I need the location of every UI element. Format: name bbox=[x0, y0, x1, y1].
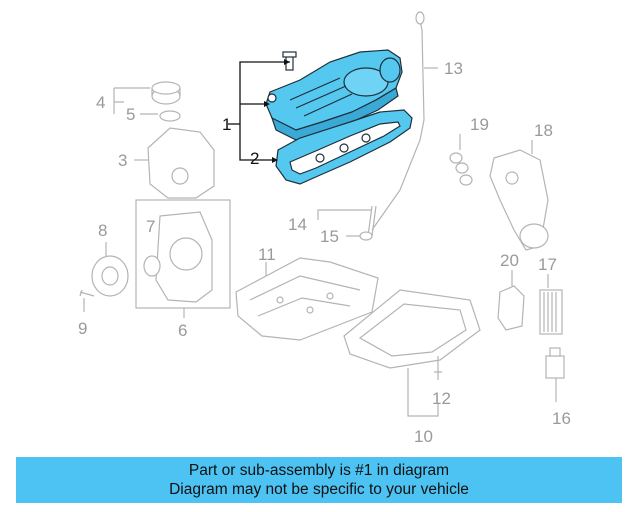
callout-1-label: 1 bbox=[222, 115, 231, 134]
callout-6-label: 6 bbox=[178, 321, 187, 340]
dipstick-part-13 bbox=[371, 11, 438, 231]
callout-3-label: 3 bbox=[118, 151, 127, 170]
callout-16-label: 16 bbox=[552, 409, 571, 428]
callout-1-leader bbox=[228, 59, 290, 163]
info-banner: Part or sub-assembly is #1 in diagram Di… bbox=[16, 457, 622, 503]
seals-part-19 bbox=[449, 134, 473, 186]
oil-filter-part-17 bbox=[539, 274, 563, 335]
part-16 bbox=[545, 347, 565, 402]
oil-cap-part-4 bbox=[113, 81, 181, 122]
banner-line-1: Part or sub-assembly is #1 in diagram bbox=[188, 462, 450, 479]
callout-10-label: 10 bbox=[414, 427, 433, 446]
callout-8-label: 8 bbox=[98, 221, 107, 240]
callout-15-label: 15 bbox=[320, 227, 339, 246]
dipstick-tube-part-14 bbox=[317, 205, 377, 241]
callout-17-label: 17 bbox=[538, 255, 557, 274]
timing-cover-lower-part-6 bbox=[135, 199, 231, 318]
valve-cover-gasket-part-2[interactable] bbox=[275, 109, 413, 185]
callout-11-label: 11 bbox=[258, 245, 276, 264]
callout-4-label: 4 bbox=[96, 93, 105, 112]
oil-pan-part-10 bbox=[343, 289, 481, 417]
crank-pulley-part-8 bbox=[91, 242, 129, 297]
callout-2-label: 2 bbox=[250, 149, 259, 168]
pulley-bolt-part-9 bbox=[79, 289, 95, 312]
callout-18-label: 18 bbox=[534, 121, 553, 140]
parts-diagram: 1 2 13 14 15 4 5 3 7 6 bbox=[78, 11, 571, 446]
banner-line-2: Diagram may not be specific to your vehi… bbox=[169, 481, 469, 498]
callout-7-label: 7 bbox=[146, 217, 155, 236]
timing-cover-part-3 bbox=[134, 127, 215, 199]
callout-19-label: 19 bbox=[470, 115, 489, 134]
upper-oil-pan-part-11 bbox=[235, 257, 379, 341]
callout-5-label: 5 bbox=[126, 105, 135, 124]
callout-13-label: 13 bbox=[444, 59, 463, 78]
oil-filter-housing-part-18 bbox=[489, 140, 549, 251]
callout-9-label: 9 bbox=[78, 319, 87, 338]
callout-12-label: 12 bbox=[432, 389, 451, 408]
part-20 bbox=[497, 270, 525, 331]
callout-14-label: 14 bbox=[288, 215, 307, 234]
drain-plug-part-12 bbox=[434, 356, 442, 380]
callout-20-label: 20 bbox=[500, 251, 519, 270]
